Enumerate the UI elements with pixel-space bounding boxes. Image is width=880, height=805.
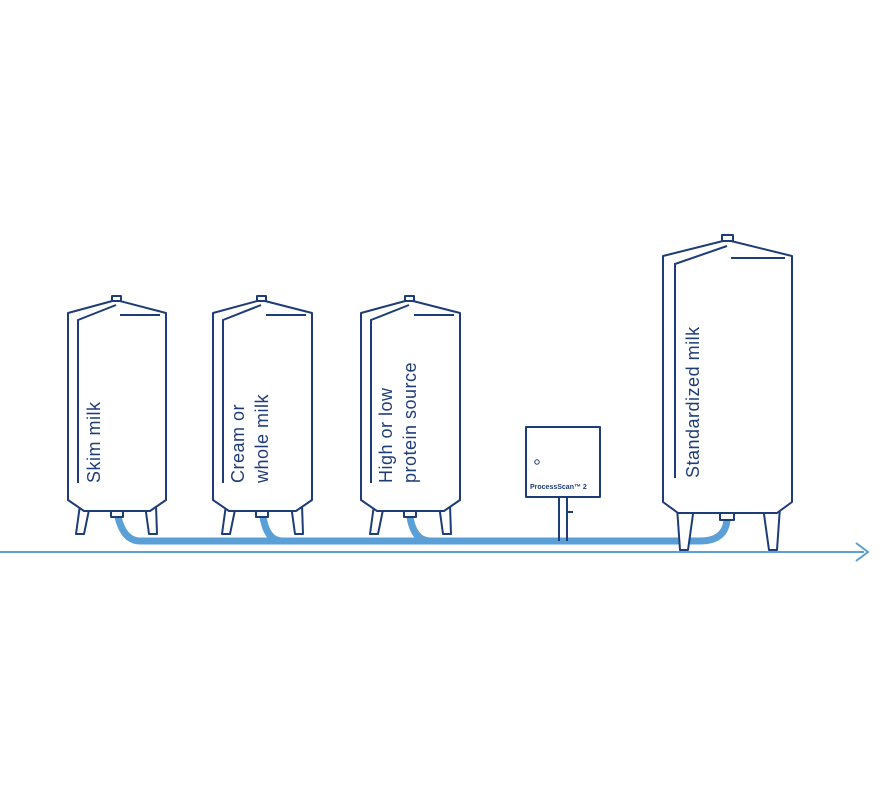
tank-outlet [110, 510, 124, 518]
tank-label: Standardized milk [683, 326, 703, 478]
tank-outlet [719, 512, 735, 521]
tank-protein-source: High or low protein source [360, 295, 461, 535]
tank-standardized-milk: Standardized milk [662, 234, 793, 551]
tank-vent [721, 234, 734, 242]
tank-label-line: Skim milk [84, 401, 104, 483]
analyzer-label: ProcessScan™ 2 [530, 484, 587, 491]
tank-skim-milk: Skim milk [67, 295, 167, 535]
tank-outlet [403, 510, 417, 518]
tank-body [360, 299, 461, 512]
tank-vent [256, 295, 267, 302]
tank-outlet [255, 510, 269, 518]
tank-inner-line [674, 245, 728, 478]
tank-vent [404, 295, 415, 302]
tank-body [67, 299, 167, 512]
arrow-right-icon [855, 542, 870, 562]
processscan-analyzer: ProcessScan™ 2 [525, 426, 601, 541]
indicator-light-icon [534, 459, 540, 465]
branch-pipe-cream [259, 513, 286, 545]
tank-body [212, 299, 313, 512]
collection-pipe [114, 513, 731, 545]
tank-label: Skim milk [84, 401, 104, 483]
tank-label-line: Cream or [228, 404, 248, 483]
tank-inner-line [77, 304, 117, 483]
tank-body [662, 239, 793, 514]
flow-arrow [0, 542, 870, 562]
tank-cream-whole-milk: Cream or whole milk [212, 295, 313, 535]
tank-label: Cream or whole milk [228, 393, 272, 484]
tank-inner-line [370, 304, 410, 483]
tank-vent [111, 295, 122, 302]
analyzer-box [525, 426, 601, 498]
tank-label-line: Standardized milk [683, 326, 703, 478]
tank-inner-line [222, 304, 262, 483]
tank-label-line: protein source [400, 362, 420, 483]
tank-label-line: whole milk [252, 393, 272, 484]
branch-pipe-protein [406, 513, 434, 545]
tank-label: High or low protein source [376, 362, 420, 483]
tank-label-line: High or low [376, 387, 396, 483]
